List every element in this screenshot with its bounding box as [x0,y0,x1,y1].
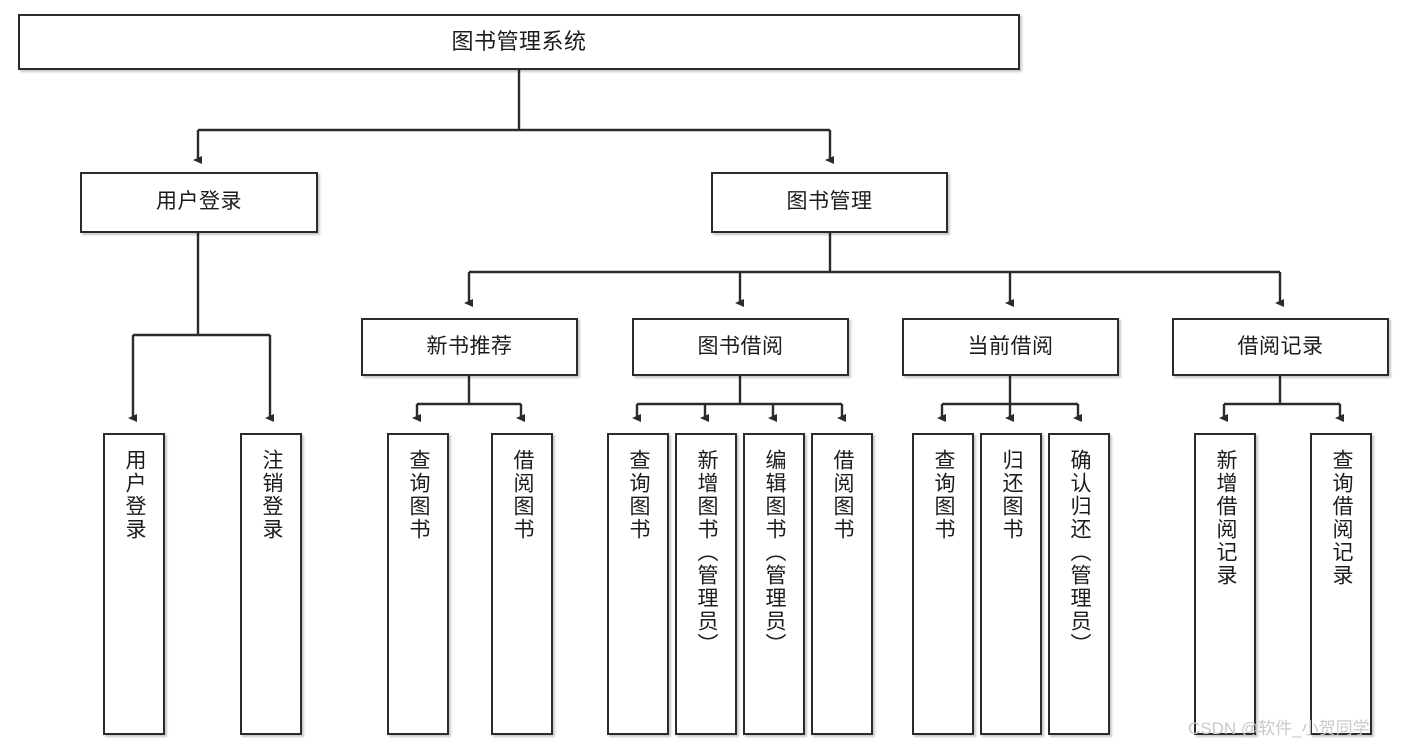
leaf-confirm-return-admin[interactable]: 确认归还（管理员） [1048,433,1110,735]
leaf-user-login[interactable]: 用户登录 [103,433,165,735]
node-label: 图书管理系统 [451,29,587,55]
leaf-query-book-borrow[interactable]: 查询图书 [607,433,669,735]
leaf-return-book[interactable]: 归还图书 [980,433,1042,735]
node-label: 借阅记录 [1237,334,1324,358]
node-new-book-recommend[interactable]: 新书推荐 [361,318,578,376]
leaf-borrow-book[interactable]: 借阅图书 [811,433,873,735]
node-label: 借阅图书 [511,449,535,541]
node-book-borrow[interactable]: 图书借阅 [632,318,849,376]
node-label: 新书推荐 [426,334,513,358]
node-label: 新增借阅记录 [1214,449,1238,587]
node-label: 图书管理 [786,190,873,214]
leaf-add-borrow-record[interactable]: 新增借阅记录 [1194,433,1256,735]
node-label: 当前借阅 [967,334,1054,358]
node-label: 查询借阅记录 [1330,449,1354,587]
node-book-management[interactable]: 图书管理 [711,172,948,233]
leaf-query-borrow-record[interactable]: 查询借阅记录 [1310,433,1372,735]
node-label: 借阅图书 [831,449,855,541]
node-borrow-record[interactable]: 借阅记录 [1172,318,1389,376]
leaf-edit-book-admin[interactable]: 编辑图书（管理员） [743,433,805,735]
node-label: 查询图书 [932,449,956,541]
leaf-query-book-recommend[interactable]: 查询图书 [387,433,449,735]
node-label: 注销登录 [260,449,284,541]
node-label: 用户登录 [123,449,147,541]
node-current-borrow[interactable]: 当前借阅 [902,318,1119,376]
node-label: 编辑图书（管理员） [763,449,787,656]
node-label: 图书借阅 [697,334,784,358]
node-label: 新增图书（管理员） [695,449,719,656]
leaf-logout-login[interactable]: 注销登录 [240,433,302,735]
node-root-book-management-system[interactable]: 图书管理系统 [18,14,1020,70]
node-label: 确认归还（管理员） [1068,449,1092,656]
node-label: 归还图书 [1000,449,1024,541]
leaf-query-book-current[interactable]: 查询图书 [912,433,974,735]
csdn-watermark: CSDN @软件_小贺同学 [1188,719,1370,738]
node-user-login[interactable]: 用户登录 [80,172,318,233]
leaf-borrow-book-recommend[interactable]: 借阅图书 [491,433,553,735]
node-label: 用户登录 [156,190,242,214]
leaf-add-book-admin[interactable]: 新增图书（管理员） [675,433,737,735]
node-label: 查询图书 [407,449,431,541]
node-label: 查询图书 [627,449,651,541]
